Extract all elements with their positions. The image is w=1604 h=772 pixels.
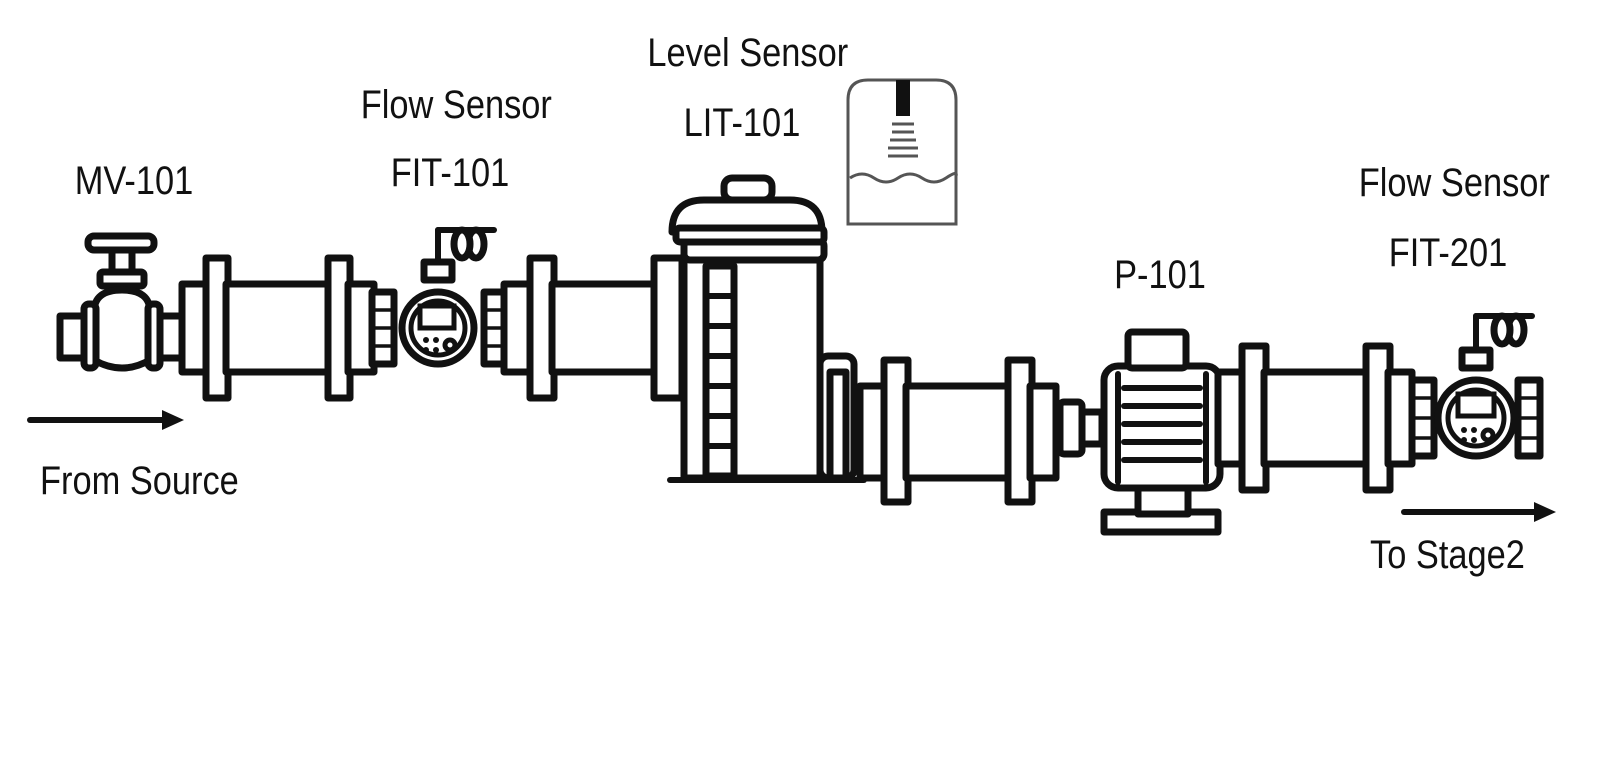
pipe-segment-3 <box>856 356 1106 506</box>
level-sensor-icon[interactable] <box>846 78 958 226</box>
pipe-segment-2 <box>480 254 686 402</box>
flow-meter-icon[interactable] <box>398 226 497 368</box>
fit101-id-label: FIT-101 <box>390 151 510 195</box>
fit201-title-label: Flow Sensor <box>1358 161 1550 205</box>
mv101-label: MV-101 <box>74 159 194 203</box>
pipe-segment-outlet <box>1514 376 1544 460</box>
from-source-label: From Source <box>40 459 239 503</box>
flow-meter-icon[interactable] <box>1434 312 1535 460</box>
fit101-title-label: Flow Sensor <box>360 83 552 127</box>
pipe-segment-1 <box>178 254 398 402</box>
flow-arrow-icon <box>27 410 184 430</box>
fit201-id-label: FIT-201 <box>1388 231 1508 275</box>
lit101-title-label: Level Sensor <box>647 31 849 75</box>
pipe-segment-4 <box>1214 342 1438 494</box>
tank-icon[interactable] <box>667 174 867 483</box>
flow-arrow-icon <box>1401 502 1556 522</box>
to-stage2-label: To Stage2 <box>1370 533 1525 577</box>
lit101-id-label: LIT-101 <box>683 101 801 145</box>
gate-valve-icon[interactable] <box>80 232 164 372</box>
pump-motor-icon[interactable] <box>1100 328 1224 536</box>
p101-label: P-101 <box>1114 253 1206 297</box>
